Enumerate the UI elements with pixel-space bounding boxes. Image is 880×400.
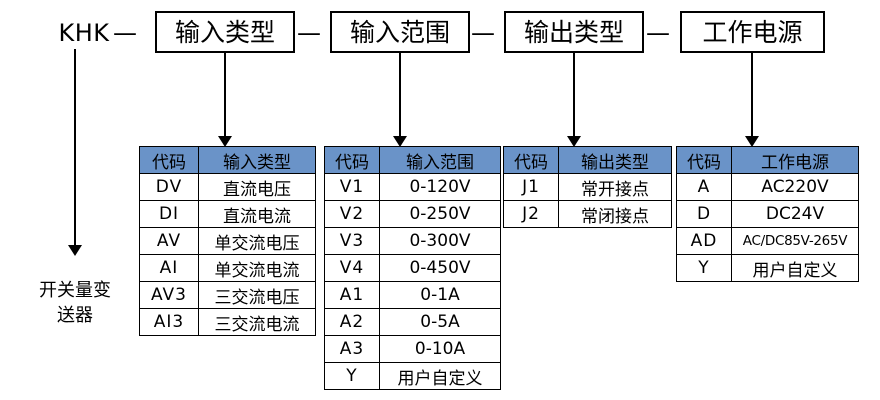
top-box-input-range: 输入范围: [330, 11, 470, 53]
arrowhead-output-type: [567, 136, 581, 147]
cell-code: V4: [324, 254, 380, 282]
header-cell-code: 代码: [676, 146, 732, 174]
cell-code: DI: [139, 200, 199, 228]
connector-line-power-supply: [751, 53, 753, 141]
cell-code: AV3: [139, 281, 199, 309]
connector-line-output-type: [573, 53, 575, 141]
cell-value: 用户自定义: [731, 254, 859, 282]
cell-code: AI3: [139, 308, 199, 336]
connector-line-input-type: [224, 53, 226, 141]
cell-value: AC/DC85V-265V: [731, 227, 859, 255]
header-cell-category: 输入类型: [198, 146, 316, 174]
table-header-row: 代码输出类型: [503, 146, 672, 174]
table-header-row: 代码工作电源: [676, 146, 859, 174]
cell-value: 常闭接点: [558, 200, 672, 228]
table-header-row: 代码输入范围: [324, 146, 501, 174]
header-cell-code: 代码: [139, 146, 199, 174]
cell-code: V3: [324, 227, 380, 255]
cell-value: 三交流电压: [198, 281, 316, 309]
top-box-input-type: 输入类型: [155, 11, 295, 53]
cell-code: A2: [324, 308, 380, 336]
cell-code: D: [676, 200, 732, 228]
connector-line-brand: [74, 49, 76, 247]
cell-code: AD: [676, 227, 732, 255]
header-cell-category: 输入范围: [379, 146, 501, 174]
separator-dash-4: —: [646, 19, 670, 47]
cell-code: AV: [139, 227, 199, 255]
arrowhead-input-range: [393, 136, 407, 147]
header-cell-category: 输出类型: [558, 146, 672, 174]
cell-code: A3: [324, 335, 380, 363]
cell-value: 用户自定义: [379, 362, 501, 390]
cell-value: 单交流电流: [198, 254, 316, 282]
cell-code: J1: [503, 173, 559, 201]
cell-value: 单交流电压: [198, 227, 316, 255]
header-cell-code: 代码: [324, 146, 380, 174]
cell-code: J2: [503, 200, 559, 228]
cell-value: 直流电流: [198, 200, 316, 228]
top-box-output-type: 输出类型: [504, 11, 644, 53]
connector-line-input-range: [399, 53, 401, 141]
cell-value: 三交流电流: [198, 308, 316, 336]
cell-code: DV: [139, 173, 199, 201]
header-cell-code: 代码: [503, 146, 559, 174]
cell-value: 0-5A: [379, 308, 501, 336]
separator-dash-1: —: [113, 19, 137, 47]
cell-value: 0-250V: [379, 200, 501, 228]
separator-dash-3: —: [471, 19, 495, 47]
cell-value: 0-1A: [379, 281, 501, 309]
cell-code: Y: [676, 254, 732, 282]
separator-dash-2: —: [297, 19, 321, 47]
cell-value: 直流电压: [198, 173, 316, 201]
cell-value: 0-120V: [379, 173, 501, 201]
cell-value: AC220V: [731, 173, 859, 201]
cell-value: DC24V: [731, 200, 859, 228]
leaf-label-line-1: 开关量变: [39, 280, 111, 301]
arrowhead-input-type: [218, 136, 232, 147]
cell-value: 0-10A: [379, 335, 501, 363]
cell-code: AI: [139, 254, 199, 282]
top-box-power-supply: 工作电源: [680, 11, 825, 53]
arrowhead-power-supply: [745, 136, 759, 147]
cell-code: A1: [324, 281, 380, 309]
table-header-row: 代码输入类型: [139, 146, 316, 174]
cell-code: Y: [324, 362, 380, 390]
cell-value: 0-450V: [379, 254, 501, 282]
leaf-label-transmitter: 开关量变 送器: [14, 278, 136, 328]
cell-code: A: [676, 173, 732, 201]
header-cell-category: 工作电源: [731, 146, 859, 174]
cell-value: 0-300V: [379, 227, 501, 255]
cell-code: V2: [324, 200, 380, 228]
cell-value: 常开接点: [558, 173, 672, 201]
product-prefix-label: KHK: [58, 19, 110, 47]
arrowhead-brand: [68, 245, 82, 256]
leaf-label-line-2: 送器: [57, 305, 93, 326]
cell-code: V1: [324, 173, 380, 201]
